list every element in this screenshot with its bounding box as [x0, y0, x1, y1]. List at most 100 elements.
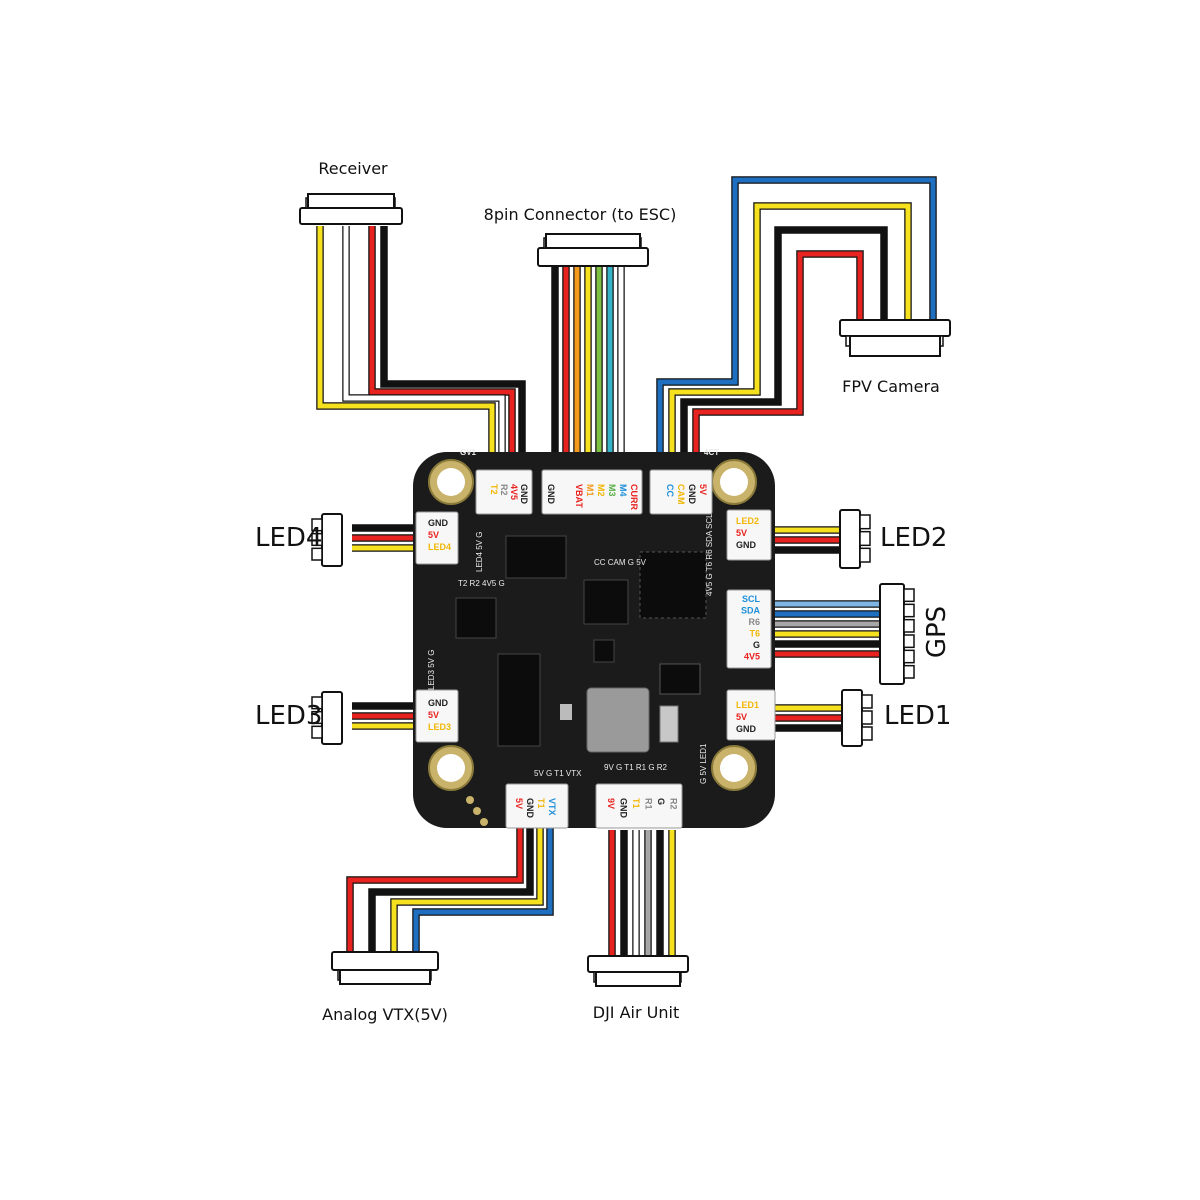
led4-pin-gnd: GND [428, 518, 449, 528]
camera-pin-cc: CC [665, 484, 675, 497]
gps-pin-sda: SDA [741, 606, 761, 616]
led3-plug-body [321, 691, 343, 745]
silk-vtx: 5V G T1 VTX [534, 769, 582, 778]
gps-pin-scl: SCL [742, 594, 761, 604]
dji-plug-body [587, 955, 689, 973]
mounting-hole [437, 754, 465, 782]
receiver-wire-white [343, 226, 505, 472]
esc-plug-top [545, 233, 641, 249]
chip-small [659, 663, 701, 695]
wires [316, 176, 937, 956]
chip-imu [583, 579, 629, 625]
esc-pin-curr: CURR [629, 484, 639, 510]
mounting-hole [437, 468, 465, 496]
dji-pin-r2: R2 [669, 798, 679, 810]
vtx-wire-red [347, 826, 523, 952]
led1-plug [841, 689, 873, 747]
solder-pad [466, 796, 474, 804]
led4-plug-pin [311, 518, 323, 532]
led1-plug-body [841, 689, 863, 747]
dji-pin-r1: R1 [644, 798, 654, 810]
esc-plug-body [537, 247, 649, 267]
led4-pin-5v: 5V [428, 530, 439, 540]
chip-shield [586, 687, 650, 753]
led4-pin-led4: LED4 [428, 542, 451, 552]
connectors [299, 193, 951, 987]
led3-plug-pin [311, 725, 323, 739]
solder-pad [480, 818, 488, 826]
dji-plug-bottom [595, 971, 681, 987]
silk-dji: 9V G T1 R1 G R2 [604, 763, 668, 772]
led1-pin-led1: LED1 [736, 700, 759, 710]
label-led1: LED1 [884, 701, 951, 731]
led3-plug-pin [311, 696, 323, 710]
esc-pin-m3: M3 [607, 484, 617, 497]
receiver-pin-gnd: GND [519, 484, 529, 505]
label-led4: LED4 [255, 523, 322, 553]
led4-plug-pin [311, 547, 323, 561]
gps-pin-t6: T6 [749, 629, 760, 639]
label-fpv-camera: FPV Camera [842, 377, 940, 396]
label-led2: LED2 [880, 523, 947, 553]
led4-connector [415, 511, 459, 565]
label-gps: GPS [922, 606, 952, 658]
gps-plug-pin [903, 634, 915, 649]
mounting-hole [720, 754, 748, 782]
corner-label-tr: 4CT [704, 448, 719, 457]
led4-plug [311, 513, 343, 567]
receiver-plug-body [299, 207, 403, 225]
camera-plug-bottom [849, 335, 941, 357]
esc-connector [541, 469, 643, 515]
led4-plug-body [321, 513, 343, 567]
led1-plug-pin [861, 710, 873, 725]
camera-pin-gnd: GND [687, 484, 697, 505]
silk-cam: CC CAM G 5V [594, 558, 647, 567]
chip-mcu-left [497, 653, 541, 747]
receiver-pin-r2: R2 [499, 484, 509, 496]
camera-plug-body [839, 319, 951, 337]
led2-connector [726, 509, 772, 561]
esc-pin-vbat: VBAT [574, 484, 584, 508]
camera-wire-black [681, 227, 887, 474]
led2-plug-pin [859, 514, 871, 530]
led3-pin-gnd: GND [428, 698, 449, 708]
led1-plug-pin [861, 726, 873, 741]
receiver-wire-black [381, 226, 525, 472]
receiver-pin-4v5: 4V5 [509, 484, 519, 500]
chip-osd [505, 535, 567, 579]
camera-connector [649, 469, 713, 515]
dji-pin-gnd: GND [619, 798, 629, 819]
mounting-hole [720, 468, 748, 496]
dji-connector [595, 783, 683, 829]
dji-pin-9v: 9V [606, 798, 616, 809]
gps-plug-pin [903, 664, 915, 679]
silk-led3: LED3 5V G [427, 650, 436, 690]
component [560, 704, 572, 720]
gps-plug-pin [903, 588, 915, 603]
gps-plug-pin [903, 618, 915, 633]
silk-rx: T2 R2 4V5 G [458, 579, 505, 588]
camera-pin-cam: CAM [676, 484, 686, 505]
dji-pin-g: G [656, 798, 666, 805]
silk-led1: G 5V LED1 [699, 743, 708, 784]
led3-connector [415, 689, 459, 743]
esc-pin-m1: M1 [585, 484, 595, 497]
dji-pin-t1: T1 [631, 798, 641, 809]
vtx-pin-vtx: VTX [547, 798, 557, 816]
label-analog-vtx: Analog VTX(5V) [322, 1005, 448, 1024]
receiver-pin-t2: T2 [489, 484, 499, 495]
led2-plug-body [839, 509, 861, 569]
led1-pin-5v: 5V [736, 712, 747, 722]
chip-tiny [593, 639, 615, 663]
led2-pin-5v: 5V [736, 528, 747, 538]
gps-pin-r6: R6 [748, 617, 760, 627]
camera-pin-5v: 5V [698, 484, 708, 495]
receiver-wire-yellow [317, 226, 495, 472]
led2-pin-gnd: GND [736, 540, 757, 550]
led1-pin-gnd: GND [736, 724, 757, 734]
label-dji-air-unit: DJI Air Unit [593, 1003, 679, 1022]
vtx-plug-bottom [339, 969, 431, 985]
esc-pin-m2: M2 [596, 484, 606, 497]
